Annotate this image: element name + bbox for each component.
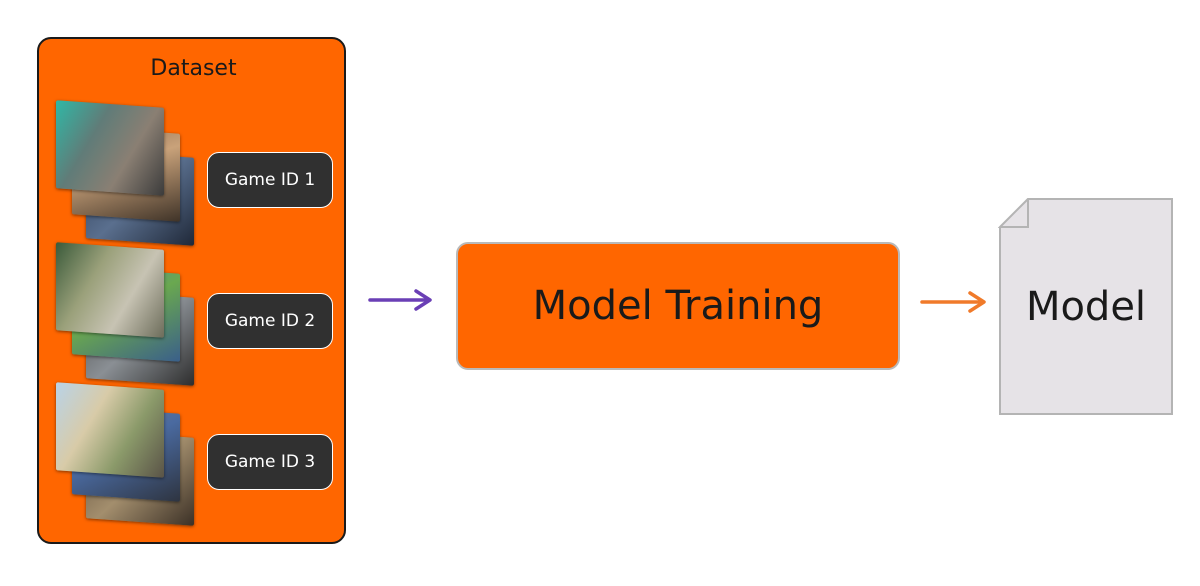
model-output-label: Model — [1025, 284, 1147, 330]
arrow-right-icon — [368, 289, 432, 311]
arrow-head — [414, 289, 432, 311]
game-id-1-tag: Game ID 1 — [207, 152, 333, 208]
game-2-screenshot-front — [56, 242, 164, 338]
document-fold — [998, 198, 1029, 228]
dataset-title: Dataset — [150, 56, 237, 81]
model-training-box: Model Training — [456, 242, 900, 370]
arrow-head — [968, 291, 986, 313]
game-1-screenshot-front — [56, 100, 164, 196]
game-id-2-tag: Game ID 2 — [207, 293, 333, 349]
game-3-screenshot-front — [56, 382, 164, 478]
document-icon — [998, 198, 1173, 415]
arrow-right-icon — [920, 291, 986, 313]
game-id-3-tag: Game ID 3 — [207, 434, 333, 490]
